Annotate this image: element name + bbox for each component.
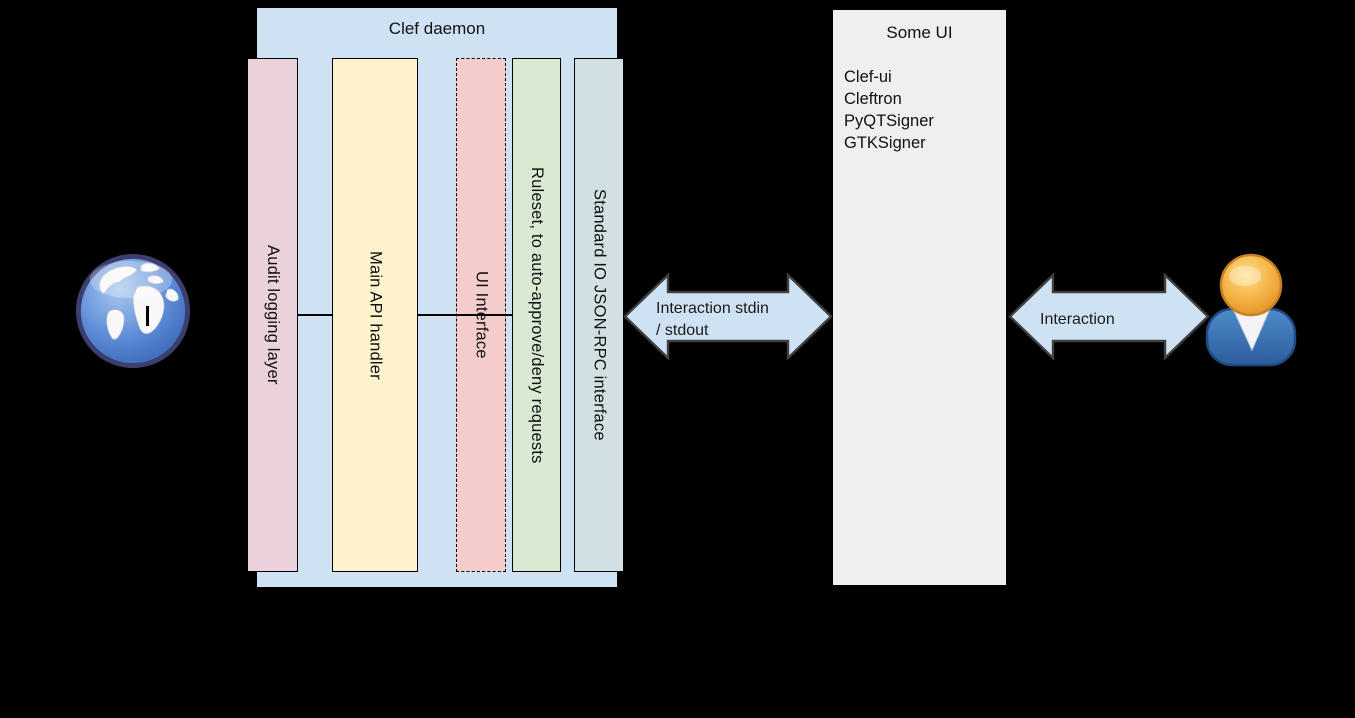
clef-daemon-box	[256, 7, 618, 588]
double-arrow-icon	[1008, 273, 1210, 360]
some-ui-title: Some UI	[886, 23, 953, 42]
user-icon	[1205, 252, 1297, 367]
bar-label: Standard IO JSON-RPC interface	[590, 189, 609, 441]
connector-line-segment	[298, 314, 332, 316]
bar-ruleset: Ruleset, to auto-approve/deny requests	[512, 58, 561, 572]
bar-audit-logging-layer: Audit logging layer	[247, 58, 298, 572]
bar-main-api-handler: Main API handler	[332, 58, 418, 572]
connector-line-segment	[418, 314, 512, 316]
list-item: Clef-ui	[844, 68, 892, 86]
list-item: PyQTSigner	[844, 112, 934, 130]
bar-label: Audit logging layer	[264, 245, 282, 385]
interaction-arrow: Interaction	[1008, 273, 1210, 360]
list-item: GTKSigner	[844, 134, 926, 152]
list-item: Cleftron	[844, 90, 902, 108]
arrow-label: Interaction	[1040, 311, 1115, 328]
clef-daemon-title: Clef daemon	[388, 19, 486, 38]
arrow-label-line1: Interaction stdin	[656, 300, 769, 317]
some-ui-box: Some UI Clef-ui Cleftron PyQTSigner GTKS…	[832, 9, 1007, 586]
bar-stdio-json-rpc-interface: Standard IO JSON-RPC interface	[574, 58, 624, 572]
globe-icon	[74, 249, 192, 375]
bar-label: Main API handler	[366, 250, 385, 380]
globe-connector-tick	[146, 306, 149, 326]
double-arrow-icon	[623, 273, 833, 360]
interaction-stdio-arrow: Interaction stdin / stdout	[623, 273, 833, 360]
some-ui-list: Clef-ui Cleftron PyQTSigner GTKSigner	[844, 66, 1002, 154]
bar-label: Ruleset, to auto-approve/deny requests	[528, 166, 546, 464]
arrow-label-line2: / stdout	[656, 322, 709, 339]
